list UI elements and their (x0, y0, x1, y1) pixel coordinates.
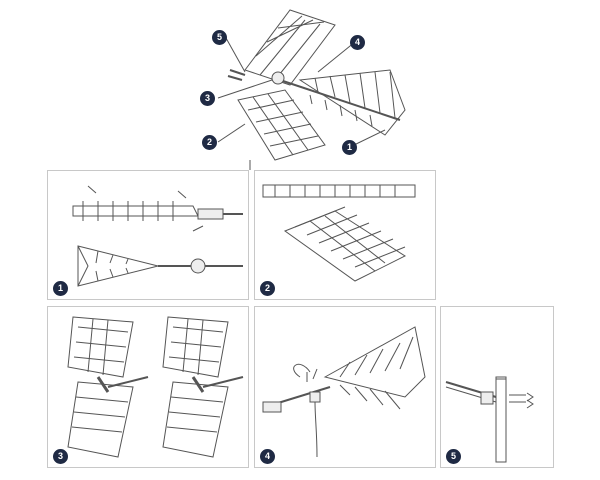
upper-reflector-grid (244, 9, 336, 86)
callout-5: 5 (212, 30, 227, 45)
step-panel-2: 2 (254, 170, 436, 300)
step-panel-1: 1 (47, 170, 249, 300)
step-4-illustration (262, 326, 426, 458)
step-3-illustration (67, 316, 244, 458)
step-5-illustration (445, 376, 534, 463)
assembled-antenna-overview: 5 4 3 2 1 (190, 0, 410, 170)
leader-2 (217, 123, 246, 143)
step-panel-4: 4 (254, 306, 436, 468)
step-4-badge: 4 (260, 449, 275, 464)
step-1-badge: 1 (53, 281, 68, 296)
callout-3: 3 (200, 91, 215, 106)
lower-reflector-grid (237, 89, 326, 161)
mounting-hub (271, 71, 285, 85)
assembled-antenna-drawing (217, 9, 406, 170)
callout-2: 2 (202, 135, 217, 150)
antenna-boom (279, 79, 401, 121)
callout-1: 1 (342, 140, 357, 155)
step-2-badge: 2 (260, 281, 275, 296)
mast-pole (495, 376, 507, 463)
leader-3 (217, 79, 273, 99)
callout-4: 4 (350, 35, 365, 50)
step-panel-5: 5 (440, 306, 554, 468)
step-1-illustration (72, 185, 243, 287)
step-3-badge: 3 (53, 449, 68, 464)
leader-5 (225, 37, 246, 73)
step-5-badge: 5 (446, 449, 461, 464)
step-panel-3: 3 (47, 306, 249, 468)
step-2-illustration (262, 184, 416, 282)
leader-1 (351, 129, 386, 147)
leader-4 (317, 41, 356, 73)
